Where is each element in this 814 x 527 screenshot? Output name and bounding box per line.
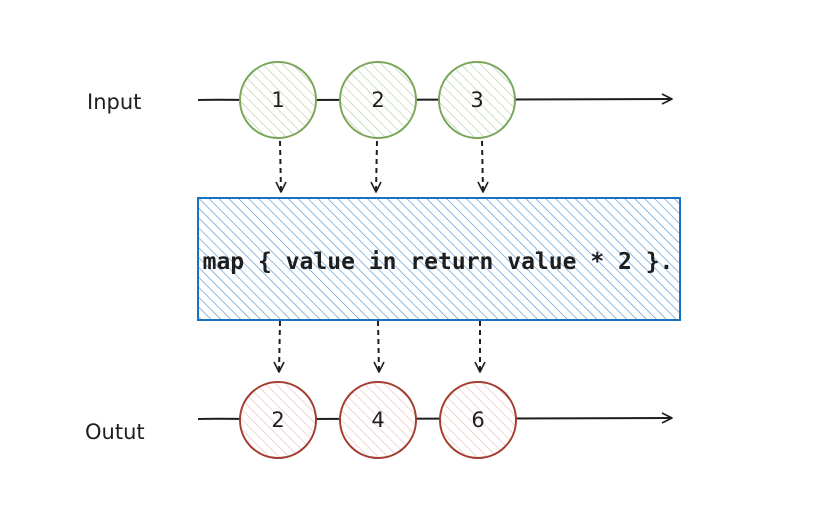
output-marble-2-value: 4 <box>371 408 384 432</box>
input-marble-1: 1 <box>239 61 317 139</box>
output-lane-label: Outut <box>85 420 145 444</box>
output-marble-1-value: 2 <box>271 408 284 432</box>
output-marble-3-value: 6 <box>471 408 484 432</box>
operator-to-output-arrow-1 <box>273 320 285 373</box>
input-lane-label: Input <box>87 90 141 114</box>
output-marble-2: 4 <box>339 381 417 459</box>
map-operator-box: map { value in return value * 2 }. <box>197 197 681 321</box>
output-marble-3: 6 <box>439 381 517 459</box>
input-marble-2: 2 <box>339 61 417 139</box>
map-operator-label: map { value in return value * 2 }. <box>203 249 674 275</box>
input-marble-3-value: 3 <box>470 88 483 112</box>
input-marble-1-value: 1 <box>271 88 284 112</box>
input-to-operator-arrow-3 <box>477 140 489 193</box>
operator-to-output-arrow-2 <box>373 320 385 373</box>
input-to-operator-arrow-1 <box>275 140 287 193</box>
output-marble-1: 2 <box>239 381 317 459</box>
input-marble-3: 3 <box>438 61 516 139</box>
input-to-operator-arrow-2 <box>370 140 382 193</box>
input-marble-2-value: 2 <box>371 88 384 112</box>
